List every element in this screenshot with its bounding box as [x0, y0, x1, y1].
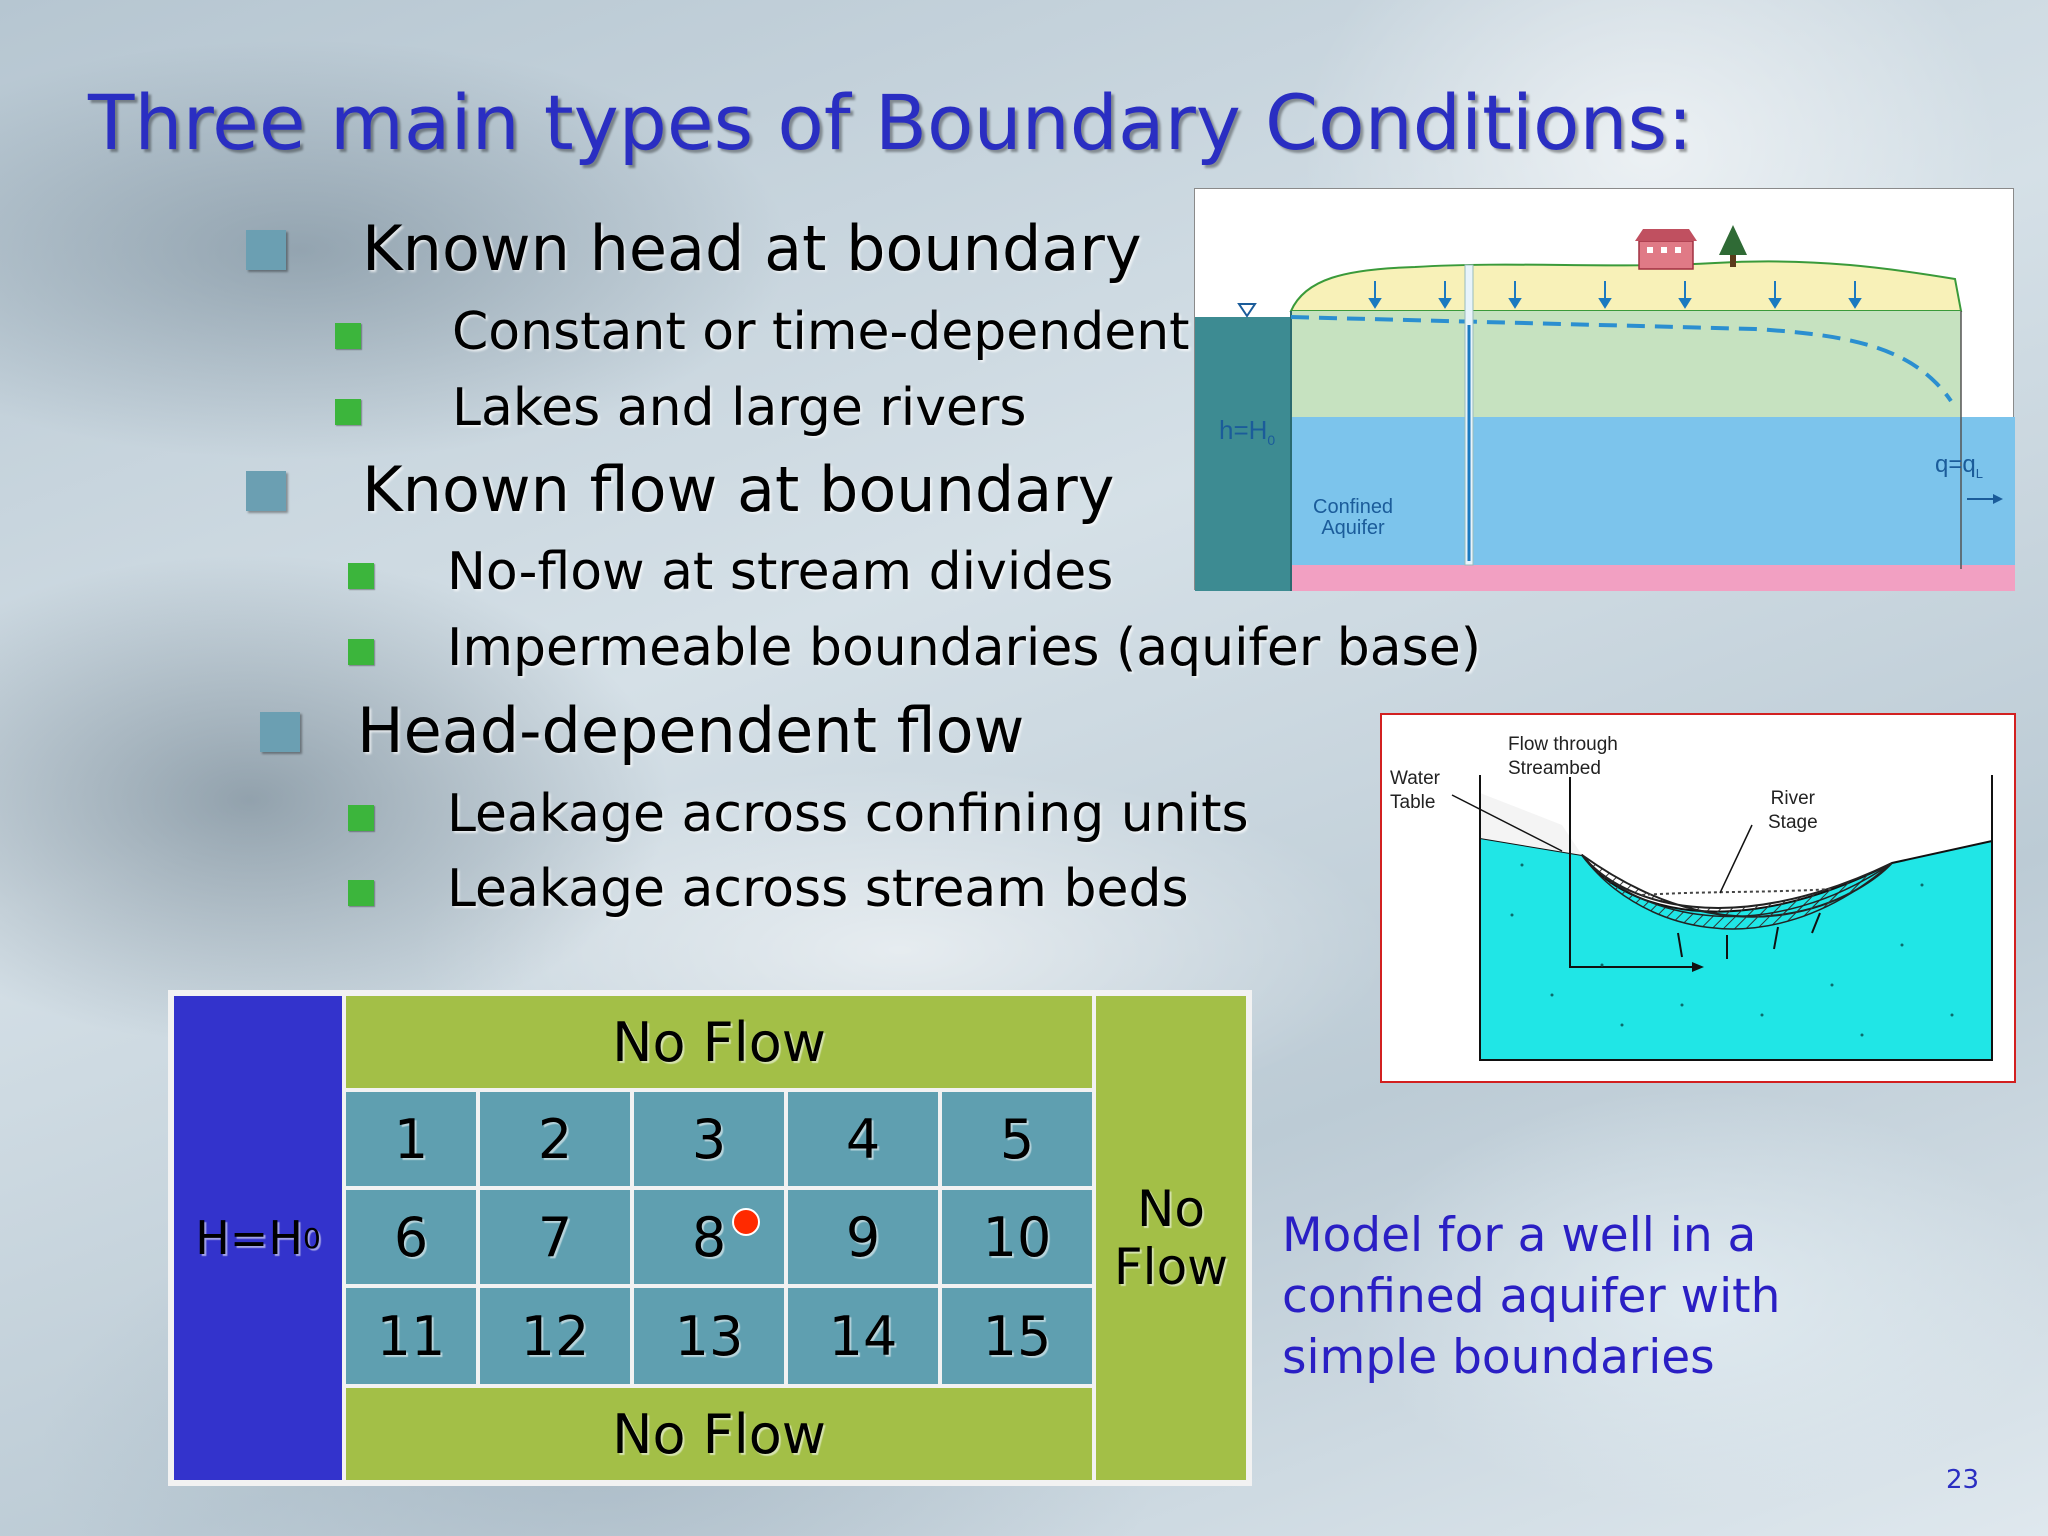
confined-aquifer-label: Confined Aquifer: [1313, 496, 1394, 539]
grid-cell-9: 9: [788, 1190, 938, 1284]
streambed-drawing: [1451, 775, 1993, 1061]
sub-bullet-square-icon: [335, 399, 361, 425]
well-marker-icon: [732, 1208, 760, 1236]
grid-cell-14: 14: [788, 1288, 938, 1384]
flow-through-streambed-label: Flow through Streambed: [1508, 734, 1618, 779]
sub-bullet-square-icon: [335, 323, 361, 349]
sub-bullet-square-icon: [348, 805, 374, 831]
sub-bullet-square-icon: [348, 639, 374, 665]
grid-cell-10: 10: [942, 1190, 1092, 1284]
sub-bullet-impermeable: Impermeable boundaries (aquifer base): [447, 618, 1482, 678]
bullet-head-dependent: Head-dependent flow: [357, 694, 1025, 767]
sub-bullet-lakes: Lakes and large rivers: [452, 378, 1027, 438]
confined-aquifer-diagram: h=H0 q=qL Confined Aquifer: [1194, 188, 2015, 591]
sub-bullet-no-flow: No-flow at stream divides: [447, 542, 1114, 602]
bullet-square-icon: [246, 471, 286, 511]
grid-caption: Model for a well in a confined aquifer w…: [1282, 1208, 1781, 1385]
sub-bullet-square-icon: [348, 563, 374, 589]
grid-cell-12: 12: [480, 1288, 630, 1384]
page-number: 23: [1946, 1465, 1980, 1495]
river-stage-label: River Stage: [1768, 788, 1818, 833]
grid-cell-5: 5: [942, 1092, 1092, 1186]
sub-bullet-leakage-confining: Leakage across confining units: [447, 784, 1249, 844]
grid-cell-3: 3: [634, 1092, 784, 1186]
grid-cell-7: 7: [480, 1190, 630, 1284]
head-boundary-label: h=H0: [1219, 415, 1276, 449]
grid-cell-13: 13: [634, 1288, 784, 1384]
top-no-flow-boundary: No Flow: [346, 996, 1092, 1088]
grid-cell-8: 8: [634, 1190, 784, 1284]
sub-bullet-constant: Constant or time-dependent: [452, 302, 1190, 362]
bullet-known-flow: Known flow at boundary: [362, 453, 1115, 526]
slide-title: Three main types of Boundary Conditions:: [88, 78, 1693, 167]
grid-cell-6: 6: [346, 1190, 476, 1284]
grid-cell-2: 2: [480, 1092, 630, 1186]
sub-bullet-square-icon: [348, 880, 374, 906]
water-table-label: Water Table: [1390, 768, 1440, 813]
grid-cell-4: 4: [788, 1092, 938, 1186]
streambed-diagram: Water Table Flow through Streambed River…: [1380, 713, 2016, 1083]
bullet-square-icon: [260, 712, 300, 752]
sub-bullet-leakage-stream: Leakage across stream beds: [447, 859, 1189, 919]
aquifer-drawing: [1195, 225, 2015, 591]
flow-boundary-label: q=qL: [1935, 451, 1983, 481]
bullet-square-icon: [246, 230, 286, 270]
bullet-known-head: Known head at boundary: [362, 212, 1142, 285]
grid-cell-15: 15: [942, 1288, 1092, 1384]
grid-cell-1: 1: [346, 1092, 476, 1186]
bottom-no-flow-boundary: No Flow: [346, 1388, 1092, 1480]
right-no-flow-boundary: No Flow: [1096, 996, 1246, 1480]
grid-cell-11: 11: [346, 1288, 476, 1384]
